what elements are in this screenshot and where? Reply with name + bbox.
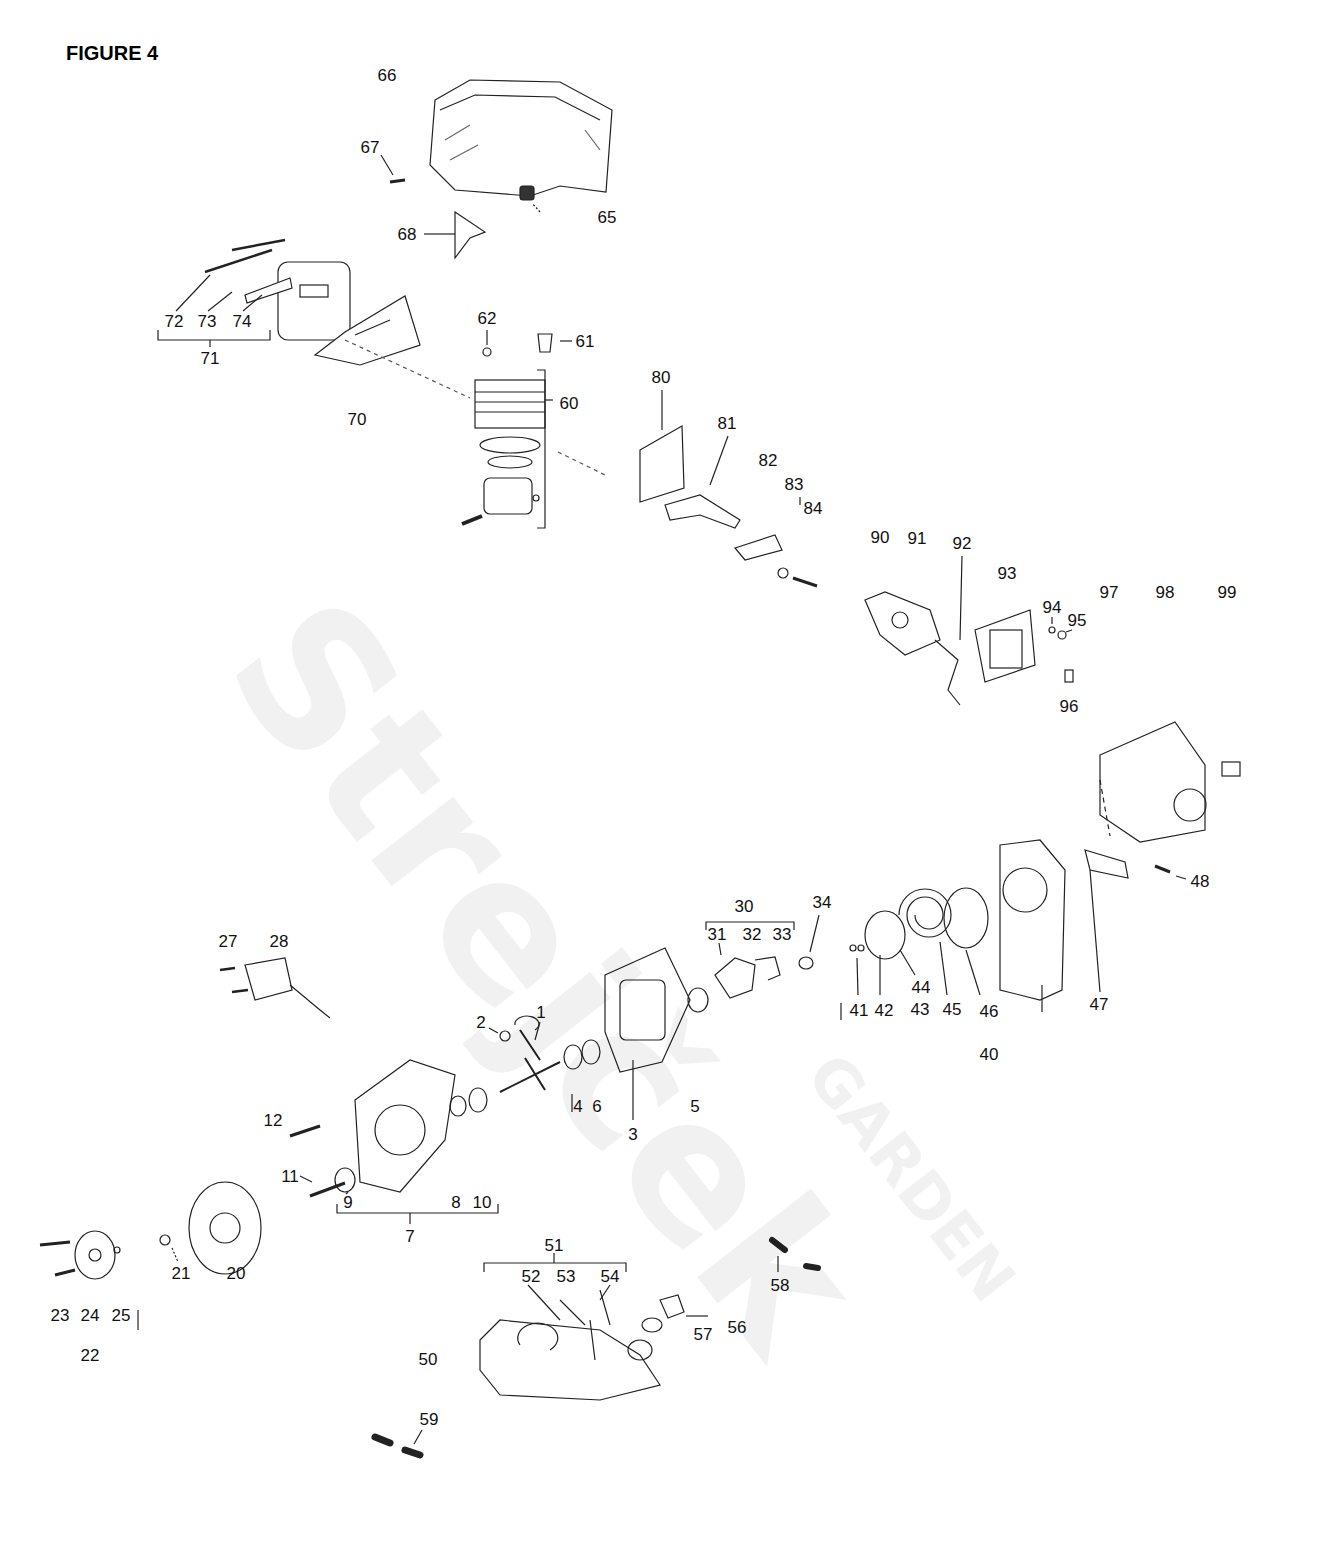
callout-number: 56 xyxy=(728,1319,747,1336)
callout-number: 54 xyxy=(601,1268,620,1285)
watermark: Strejček xyxy=(186,560,904,1392)
callout-number: 4 xyxy=(573,1098,582,1115)
callout-number: 53 xyxy=(557,1268,576,1285)
callout-number: 99 xyxy=(1218,584,1237,601)
callout-number: 65 xyxy=(598,209,617,226)
callout-number: 66 xyxy=(378,67,397,84)
callout-number: 68 xyxy=(398,226,417,243)
callout-number: 51 xyxy=(545,1237,564,1254)
callout-number: 97 xyxy=(1100,584,1119,601)
callout-number: 6 xyxy=(592,1098,601,1115)
callout-number: 27 xyxy=(219,933,238,950)
callout-number: 5 xyxy=(690,1098,699,1115)
callout-number: 41 xyxy=(850,1002,869,1019)
callout-number: 52 xyxy=(522,1268,541,1285)
callout-number: 3 xyxy=(628,1126,637,1143)
callout-number: 28 xyxy=(270,933,289,950)
callout-number: 93 xyxy=(998,565,1017,582)
callout-number: 8 xyxy=(451,1194,460,1211)
callout-number: 20 xyxy=(227,1265,246,1282)
callout-number: 45 xyxy=(943,1001,962,1018)
callout-number: 80 xyxy=(652,369,671,386)
callout-number: 22 xyxy=(81,1347,100,1364)
callout-number: 81 xyxy=(718,415,737,432)
callout-number: 40 xyxy=(980,1046,999,1063)
callout-number: 24 xyxy=(81,1307,100,1324)
callout-number: 58 xyxy=(771,1277,790,1294)
callout-number: 25 xyxy=(112,1307,131,1324)
callout-number: 57 xyxy=(694,1326,713,1343)
callout-number: 92 xyxy=(953,535,972,552)
callout-number: 43 xyxy=(911,1001,930,1018)
callout-number: 9 xyxy=(343,1194,352,1211)
callout-number: 11 xyxy=(281,1168,299,1185)
callout-number: 74 xyxy=(233,313,252,330)
callout-number: 90 xyxy=(871,529,890,546)
callout-number: 95 xyxy=(1068,612,1087,629)
callout-number: 10 xyxy=(473,1194,492,1211)
callout-number: 72 xyxy=(165,313,184,330)
callout-number: 71 xyxy=(201,350,220,367)
callout-number: 73 xyxy=(198,313,217,330)
callout-number: 34 xyxy=(813,894,832,911)
callout-number: 48 xyxy=(1191,873,1210,890)
callout-number: 94 xyxy=(1043,599,1062,616)
callout-number: 96 xyxy=(1060,698,1079,715)
callout-number: 59 xyxy=(420,1411,439,1428)
callout-number: 44 xyxy=(912,979,931,996)
callout-number: 82 xyxy=(759,452,778,469)
callout-number: 70 xyxy=(348,411,367,428)
callout-number: 7 xyxy=(405,1228,414,1245)
callout-number: 12 xyxy=(264,1112,283,1129)
callout-number: 31 xyxy=(708,926,727,943)
callout-number: 83 xyxy=(785,476,804,493)
callout-number: 32 xyxy=(743,926,762,943)
callout-number: 2 xyxy=(476,1014,485,1031)
callout-number: 47 xyxy=(1090,996,1109,1013)
callout-number: 61 xyxy=(576,333,595,350)
callout-number: 50 xyxy=(419,1351,438,1368)
callout-number: 67 xyxy=(361,139,380,156)
callout-number: 42 xyxy=(875,1002,894,1019)
callout-number: 21 xyxy=(172,1265,191,1282)
figure-title: FIGURE 4 xyxy=(66,42,158,65)
callout-number: 30 xyxy=(735,898,754,915)
callout-number: 23 xyxy=(51,1307,70,1324)
callout-number: 91 xyxy=(908,530,927,547)
callout-number: 62 xyxy=(478,310,497,327)
callout-number: 84 xyxy=(804,500,823,517)
callout-number: 1 xyxy=(536,1004,545,1021)
callout-number: 33 xyxy=(773,926,792,943)
callout-number: 60 xyxy=(560,395,579,412)
callout-number: 98 xyxy=(1156,584,1175,601)
callout-number: 46 xyxy=(980,1003,999,1020)
